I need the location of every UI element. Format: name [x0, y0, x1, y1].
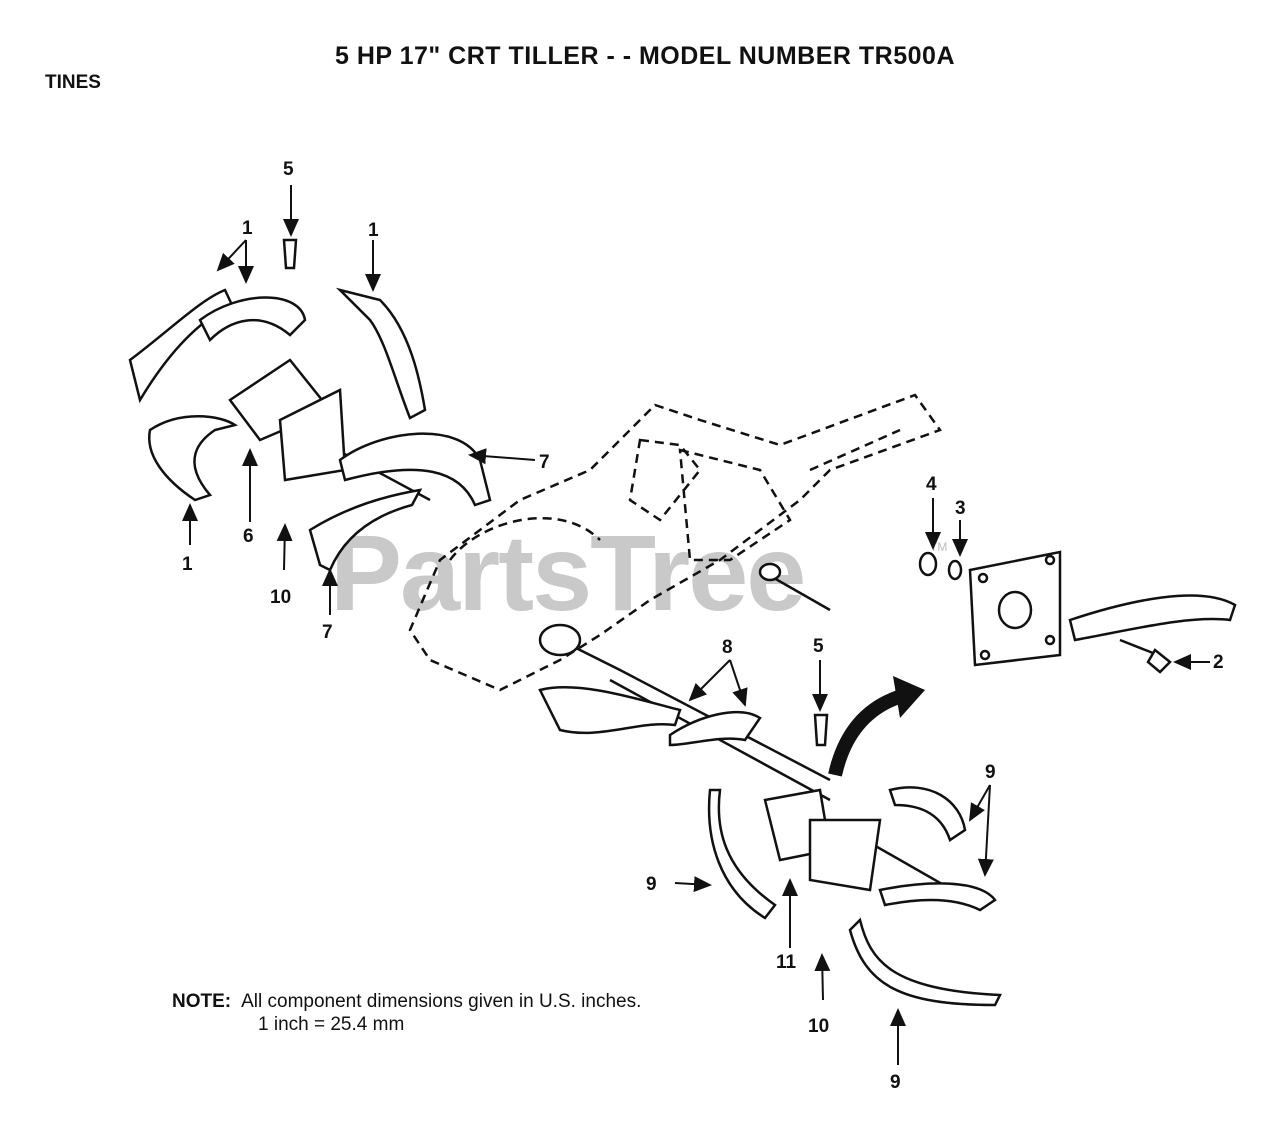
callout-7-right: 7: [539, 452, 550, 473]
callout-7-lower: 7: [322, 622, 333, 643]
watermark-text: PartsTree: [330, 512, 806, 633]
callout-5-lower: 5: [813, 636, 824, 657]
callout-1-lower: 1: [182, 554, 193, 575]
page-title: 5 HP 17" CRT TILLER - - MODEL NUMBER TR5…: [335, 42, 955, 70]
callout-4: 4: [926, 474, 937, 495]
tine-blades: [128, 287, 1237, 1007]
callout-9-bottom: 9: [890, 1072, 901, 1093]
callout-1-upper-right: 1: [368, 220, 379, 241]
note-line-2: 1 inch = 25.4 mm: [258, 1014, 405, 1035]
callout-10-left: 10: [270, 587, 291, 608]
callout-9-left: 9: [646, 874, 657, 895]
callout-6: 6: [243, 526, 254, 547]
callout-11: 11: [776, 952, 797, 973]
note-label: NOTE:: [172, 991, 232, 1012]
hubs: [228, 358, 882, 892]
callout-10-lower: 10: [808, 1016, 829, 1037]
dimension-note: NOTE: All component dimensions given in U…: [172, 990, 641, 1036]
callout-9-right: 9: [985, 762, 996, 783]
note-line-1: All component dimensions given in U.S. i…: [241, 991, 642, 1012]
callout-2: 2: [1213, 652, 1224, 673]
callout-3: 3: [955, 498, 966, 519]
callout-8: 8: [722, 637, 733, 658]
side-plate: [968, 550, 1062, 667]
section-label: TINES: [45, 72, 101, 93]
washers: [918, 551, 963, 581]
rotation-arrow: [828, 676, 925, 777]
tiller-body-outline: [408, 393, 942, 692]
leader-lines: [182, 185, 1210, 1065]
callout-1-upper-left: 1: [242, 218, 253, 239]
callout-labels: 5 1 1 1 6 10 7 7 4 3 2 8 5 9 9 11 10 9: [182, 159, 1224, 1093]
callout-5-top: 5: [283, 159, 294, 180]
pins: [282, 238, 829, 747]
bolt: [1119, 638, 1172, 674]
